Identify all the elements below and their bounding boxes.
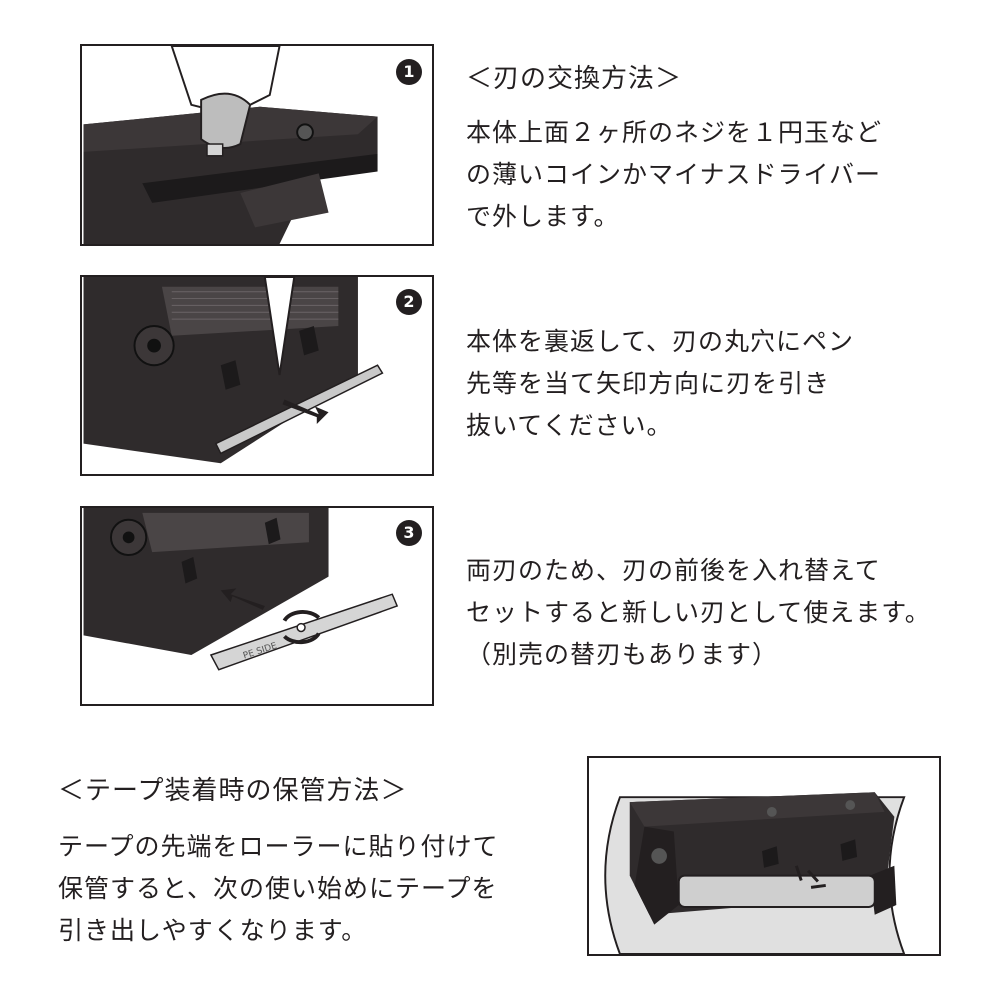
dispenser-blade-flip-drawing	[83, 508, 399, 671]
dispenser-underside-blade-drawing	[83, 277, 384, 464]
step-3-text: 両刃のため、刃の前後を入れ替えて セットすると新しい刃として使えます。 （別売の…	[466, 556, 931, 669]
storage-illustration	[587, 756, 941, 956]
step-1-illustration: 1	[80, 44, 434, 246]
step-1-text: 本体上面２ヶ所のネジを１円玉など の薄いコインかマイナスドライバー で外します。	[466, 118, 883, 231]
step-1-badge: 1	[396, 59, 422, 85]
step-3-badge: 3	[396, 520, 422, 546]
blade-section-heading: ＜刃の交換方法＞	[466, 64, 683, 94]
step-2-badge: 2	[396, 289, 422, 315]
storage-text: テープの先端をローラーに貼り付けて 保管すると、次の使い始めにテープを 引き出し…	[58, 832, 499, 945]
dispenser-top-screw-drawing	[83, 46, 378, 244]
step-2-text: 本体を裏返して、刃の丸穴にペン 先等を当て矢印方向に刃を引き 抜いてください。	[466, 327, 855, 440]
dispenser-roller-tape-drawing	[604, 792, 906, 954]
step-3-illustration: 3 PE SIDE	[80, 506, 434, 706]
step-2-illustration: 2	[80, 275, 434, 476]
storage-section-heading: ＜テープ装着時の保管方法＞	[58, 776, 408, 806]
